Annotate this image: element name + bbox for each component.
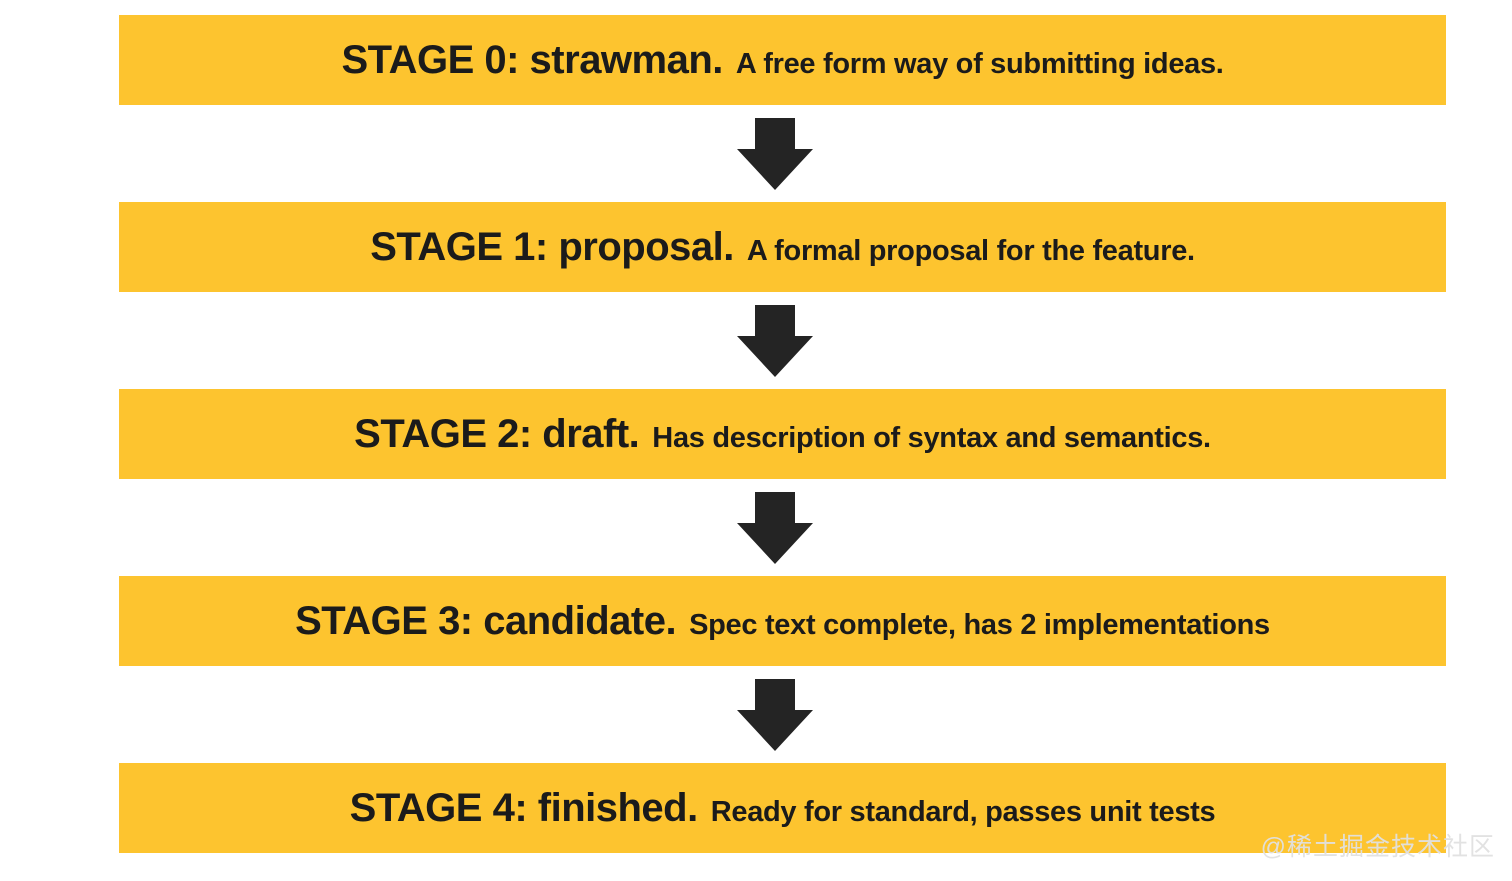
stage-bar-0: STAGE 0: strawman. A free form way of su… <box>119 15 1446 105</box>
arrow-row <box>119 479 1446 576</box>
stage-description: Ready for standard, passes unit tests <box>710 796 1216 828</box>
stage-label: STAGE 2: draft. <box>354 412 640 456</box>
arrow-row <box>119 292 1446 389</box>
down-arrow-icon <box>736 117 813 190</box>
stage-bar-4: STAGE 4: finished. Ready for standard, p… <box>119 763 1446 853</box>
stage-description: Spec text complete, has 2 implementation… <box>689 609 1270 641</box>
stage-label: STAGE 0: strawman. <box>341 38 723 82</box>
stage-label: STAGE 1: proposal. <box>370 225 734 269</box>
stage-label: STAGE 4: finished. <box>349 786 699 830</box>
down-arrow-icon <box>736 491 813 564</box>
down-arrow-icon <box>736 678 813 751</box>
stage-label: STAGE 3: candidate. <box>295 599 677 643</box>
stage-description: A formal proposal for the feature. <box>746 235 1195 267</box>
stage-bar-1: STAGE 1: proposal. A formal proposal for… <box>119 202 1446 292</box>
watermark: @稀土掘金技术社区 <box>1260 833 1495 861</box>
stage-description: A free form way of submitting ideas. <box>735 48 1224 80</box>
arrow-row <box>119 666 1446 763</box>
stage-bar-2: STAGE 2: draft. Has description of synta… <box>119 389 1446 479</box>
stage-description: Has description of syntax and semantics. <box>652 422 1211 454</box>
down-arrow-icon <box>736 304 813 377</box>
arrow-row <box>119 105 1446 202</box>
stage-bar-3: STAGE 3: candidate. Spec text complete, … <box>119 576 1446 666</box>
